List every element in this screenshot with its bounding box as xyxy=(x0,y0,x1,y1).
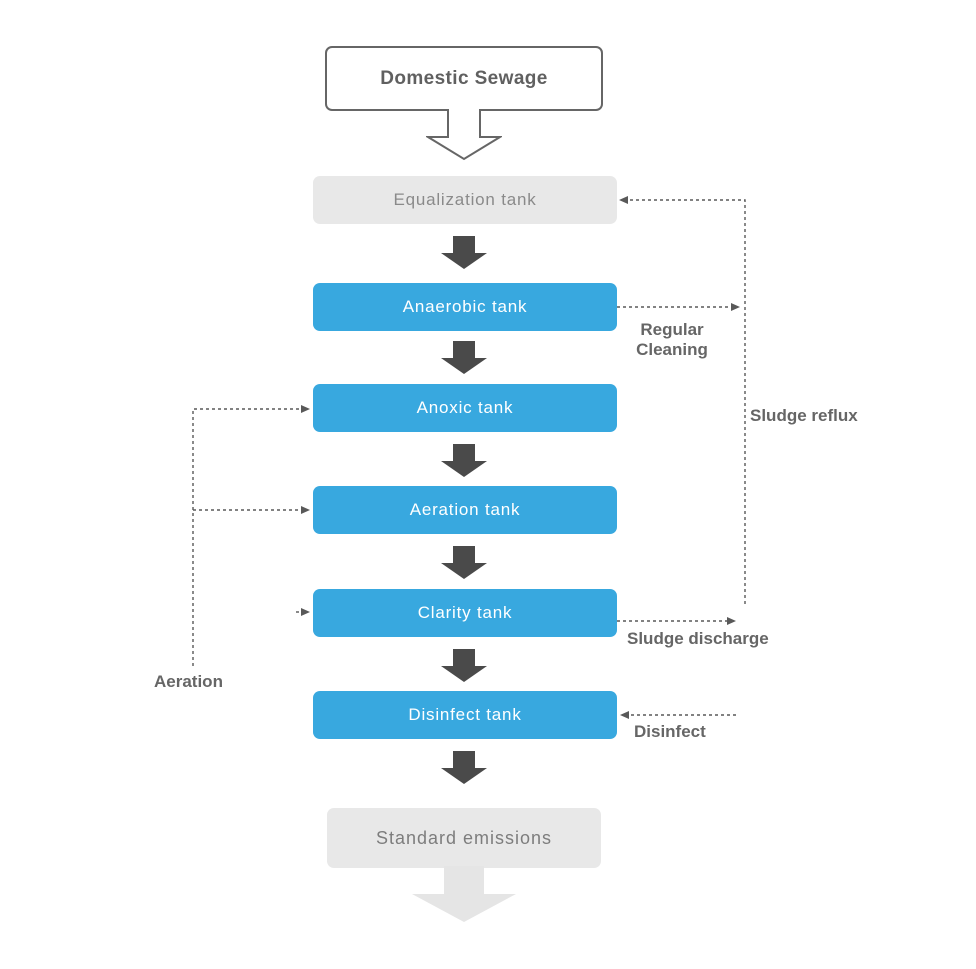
arrowhead-sludge-discharge xyxy=(727,617,736,625)
connector-sludge-reflux xyxy=(627,199,746,604)
arrowhead-regular-cleaning xyxy=(731,303,740,311)
node-domestic-sewage: Domestic Sewage xyxy=(325,46,603,111)
label-aeration: Aeration xyxy=(154,672,223,691)
down-arrow-icon xyxy=(441,649,487,682)
label-regular-cleaning: Regular Cleaning xyxy=(607,320,737,360)
node-equalization-tank-label: Equalization tank xyxy=(393,190,537,209)
arrowhead-into-clarity xyxy=(301,608,310,616)
node-anoxic-tank: Anoxic tank xyxy=(313,384,617,432)
label-sludge-reflux: Sludge reflux xyxy=(750,406,858,425)
label-regular-cleaning-line1: Regular xyxy=(640,320,704,339)
node-anaerobic-tank: Anaerobic tank xyxy=(313,283,617,331)
node-disinfect-tank: Disinfect tank xyxy=(313,691,617,739)
node-clarity-tank-label: Clarity tank xyxy=(417,603,513,622)
node-equalization-tank: Equalization tank xyxy=(313,176,617,224)
arrowhead-into-equalization xyxy=(619,196,628,204)
node-anoxic-tank-label: Anoxic tank xyxy=(416,398,514,417)
node-aeration-tank: Aeration tank xyxy=(313,486,617,534)
node-clarity-tank: Clarity tank xyxy=(313,589,617,637)
node-aeration-tank-label: Aeration tank xyxy=(409,500,521,519)
arrowhead-into-aeration-tank xyxy=(301,506,310,514)
label-regular-cleaning-line2: Cleaning xyxy=(636,340,708,359)
hollow-down-arrow-icon xyxy=(426,109,502,161)
down-arrow-icon xyxy=(441,546,487,579)
node-standard-emissions: Standard emissions xyxy=(327,808,601,868)
down-arrow-icon xyxy=(441,444,487,477)
arrowhead-into-disinfect xyxy=(620,711,629,719)
node-domestic-sewage-label: Domestic Sewage xyxy=(380,67,548,89)
down-arrow-icon xyxy=(441,236,487,269)
node-anaerobic-tank-label: Anaerobic tank xyxy=(402,297,528,316)
arrowhead-into-anoxic xyxy=(301,405,310,413)
node-disinfect-tank-label: Disinfect tank xyxy=(408,705,522,724)
down-arrow-icon xyxy=(441,751,487,784)
down-arrow-icon xyxy=(441,341,487,374)
node-standard-emissions-label: Standard emissions xyxy=(375,827,553,848)
output-down-arrow-icon xyxy=(412,866,516,922)
connector-aeration-anoxic xyxy=(192,408,302,666)
label-sludge-discharge: Sludge discharge xyxy=(627,629,769,648)
label-disinfect: Disinfect xyxy=(634,722,706,741)
